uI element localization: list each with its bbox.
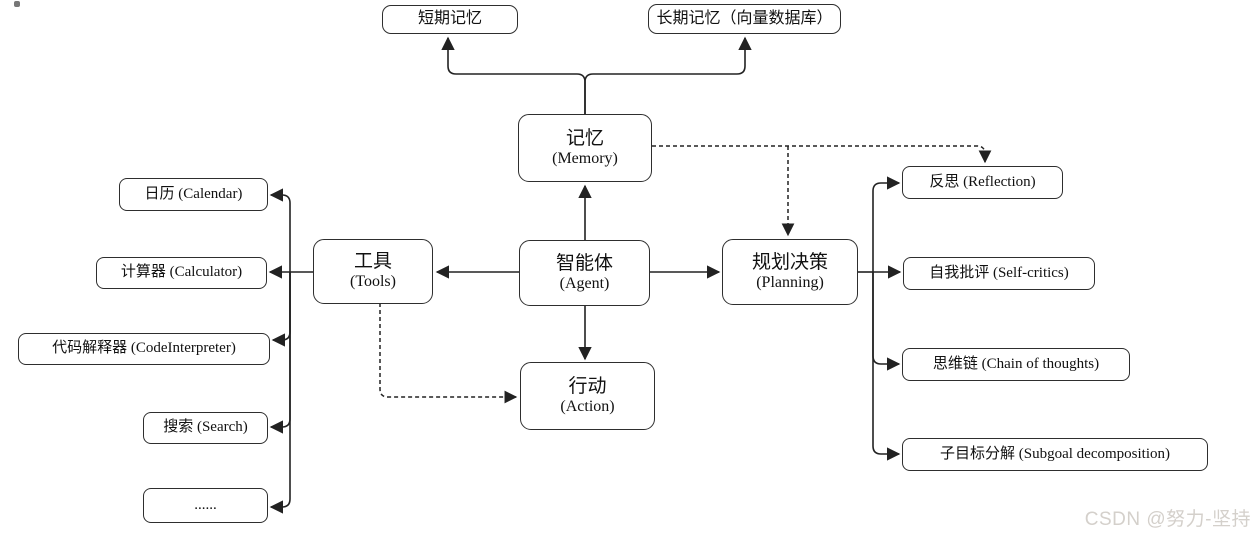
node-memory-label-en: (Memory) — [552, 149, 618, 167]
node-more-tools: ...... — [143, 488, 268, 523]
node-code-interpreter: 代码解释器 (CodeInterpreter) — [18, 333, 270, 365]
node-self-critics-label: 自我批评 (Self-critics) — [929, 264, 1069, 281]
node-tools: 工具 (Tools) — [313, 239, 433, 304]
node-tools-label-en: (Tools) — [350, 273, 396, 291]
edge-planning-to-subgoal — [872, 272, 901, 461]
edge-tools-dashed-to-action — [379, 303, 518, 404]
node-chain-of-thoughts-label: 思维链 (Chain of thoughts) — [932, 355, 1100, 372]
node-reflection-label: 反思 (Reflection) — [929, 173, 1036, 190]
node-agent: 智能体 (Agent) — [519, 240, 650, 306]
node-search: 搜索 (Search) — [143, 412, 268, 444]
edge-memory-to-longterm — [584, 36, 752, 114]
node-calculator: 计算器 (Calculator) — [96, 257, 267, 289]
node-chain-of-thoughts: 思维链 (Chain of thoughts) — [902, 348, 1130, 381]
node-long-term-memory: 长期记忆（向量数据库） — [648, 4, 841, 34]
edge-tools-to-calendar — [269, 188, 291, 272]
node-agent-label-en: (Agent) — [559, 274, 610, 292]
edge-memory-to-shortterm — [441, 36, 586, 114]
edge-planning-to-reflection — [872, 176, 901, 272]
edge-tools-to-search — [269, 272, 291, 434]
node-subgoal-decomposition: 子目标分解 (Subgoal decomposition) — [902, 438, 1208, 471]
edge-planning-to-chainofthoughts — [872, 272, 901, 371]
node-self-critics: 自我批评 (Self-critics) — [903, 257, 1095, 290]
node-short-term-memory-label: 短期记忆 — [417, 10, 482, 28]
node-calendar: 日历 (Calendar) — [119, 178, 268, 211]
edge-memory-dashed-to-reflection — [652, 145, 992, 164]
csdn-watermark: CSDN @努力-坚持 — [1084, 509, 1251, 530]
screenshot-artifact-dot — [14, 1, 20, 7]
node-calculator-label: 计算器 (Calculator) — [120, 264, 243, 281]
edge-tools-to-more — [269, 272, 291, 514]
node-memory-label-zh: 记忆 — [565, 127, 604, 149]
node-long-term-memory-label: 长期记忆（向量数据库） — [656, 9, 833, 27]
edge-tools-to-codeinterpreter — [271, 272, 291, 347]
node-action-label-en: (Action) — [560, 397, 615, 415]
node-search-label: 搜索 (Search) — [163, 419, 248, 436]
node-agent-label-zh: 智能体 — [555, 252, 613, 274]
node-planning-label-en: (Planning) — [756, 273, 824, 291]
node-memory: 记忆 (Memory) — [518, 114, 652, 182]
node-reflection: 反思 (Reflection) — [902, 166, 1063, 199]
node-code-interpreter-label: 代码解释器 (CodeInterpreter) — [52, 340, 236, 357]
node-more-tools-label: ...... — [194, 496, 217, 513]
node-planning-label-zh: 规划决策 — [751, 251, 828, 273]
node-tools-label-zh: 工具 — [353, 251, 392, 273]
node-action: 行动 (Action) — [520, 362, 655, 430]
node-subgoal-decomposition-label: 子目标分解 (Subgoal decomposition) — [940, 445, 1170, 462]
node-planning: 规划决策 (Planning) — [722, 239, 858, 305]
node-action-label-zh: 行动 — [568, 375, 607, 397]
node-short-term-memory: 短期记忆 — [382, 5, 518, 34]
node-calendar-label: 日历 (Calendar) — [144, 185, 243, 202]
